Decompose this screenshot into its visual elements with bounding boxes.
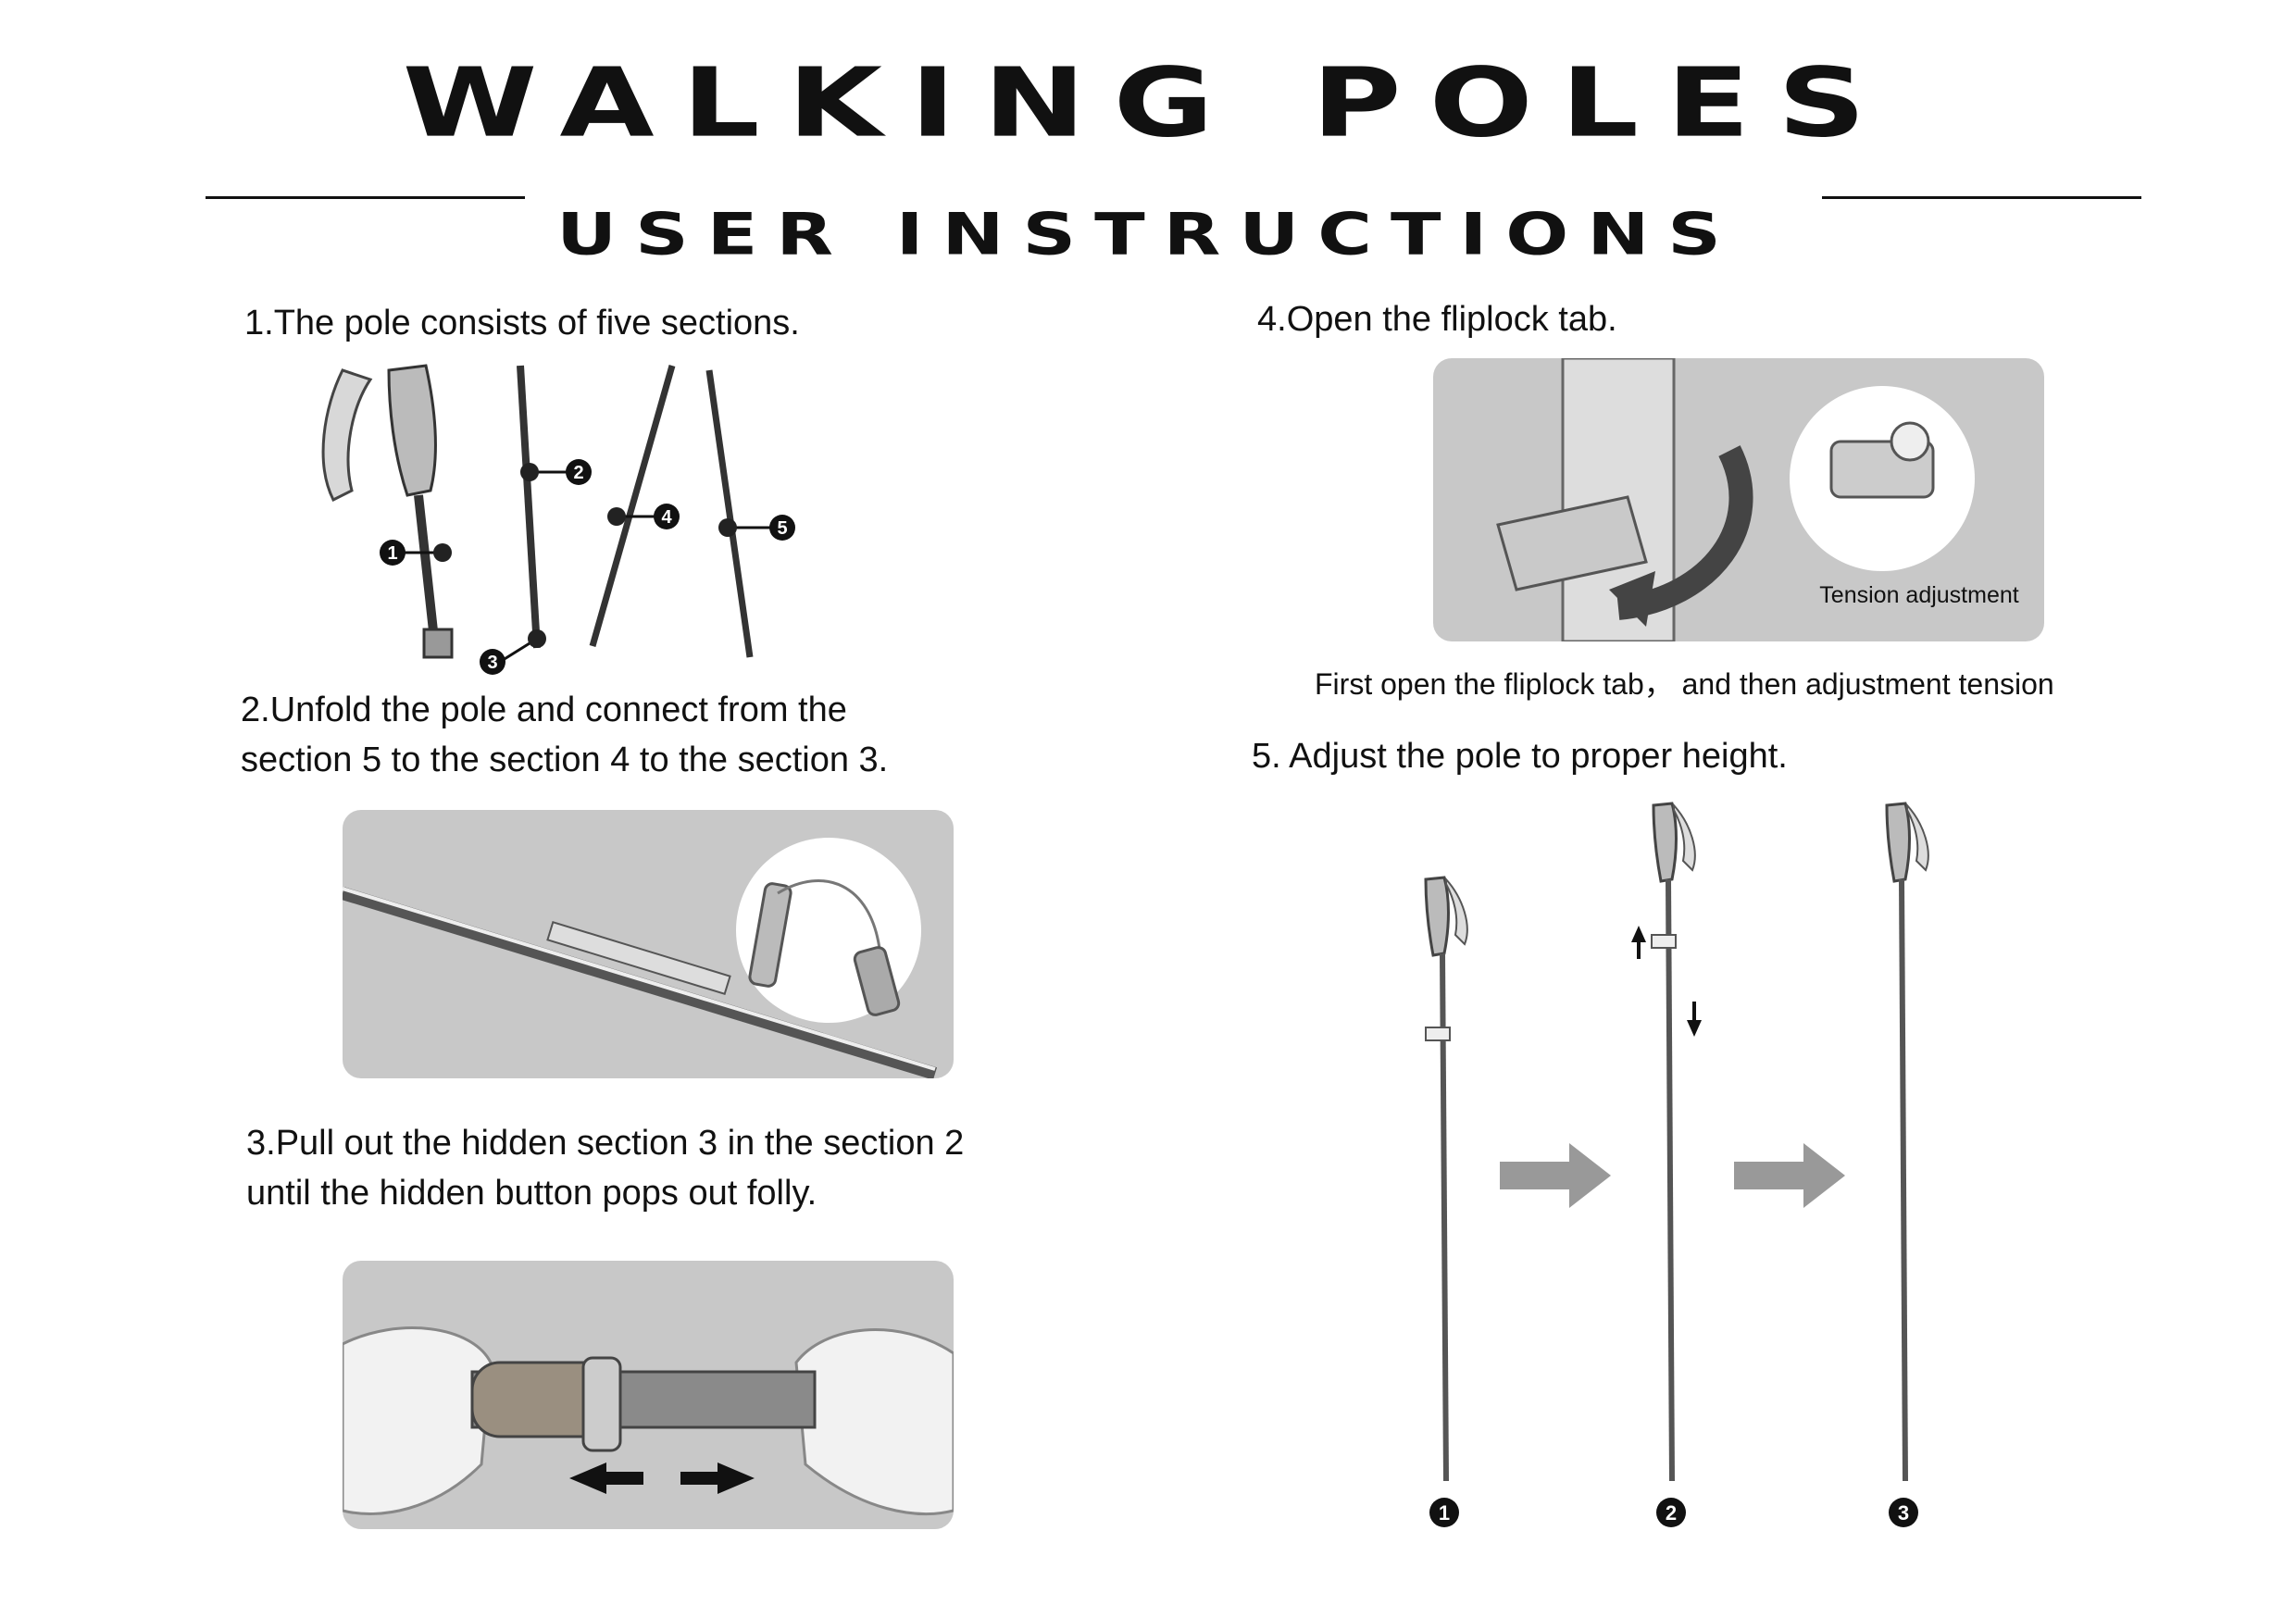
- step-3-line-2: until the hidden button pops out folly.: [246, 1174, 817, 1213]
- step-3-text: 3.Pull out the hidden section 3 in the s…: [246, 1118, 964, 1218]
- section-marker-5: [769, 515, 795, 541]
- pole-3-grip-icon: [1885, 802, 1911, 883]
- step-3-line-1: 3.Pull out the hidden section 3 in the s…: [246, 1124, 965, 1163]
- height-marker-1: [1429, 1498, 1459, 1527]
- right-hand-icon: [794, 1328, 954, 1515]
- right-header-rule: [1822, 196, 2141, 199]
- step-4-caption: First open the fliplock tab， and then ad…: [1315, 667, 2054, 701]
- pole-2-grip-icon: [1652, 802, 1678, 883]
- step-2-line-1: 2.Unfold the pole and connect from the: [241, 691, 847, 729]
- step-1-text: 1.The pole consists of five sections.: [244, 304, 800, 342]
- section-marker-2-label: 2: [573, 463, 583, 483]
- grip-icon: [387, 364, 437, 497]
- section-marker-4: [654, 504, 680, 529]
- section-marker-1: [380, 540, 406, 566]
- connected-pole-icon: [343, 887, 938, 1078]
- step-5-text: 5. Adjust the pole to proper height.: [1252, 737, 1788, 776]
- fliplock-icon: [581, 1356, 622, 1452]
- step-2-text: 2.Unfold the pole and connect from the s…: [241, 685, 888, 785]
- arrow-right-icon: [680, 1462, 755, 1494]
- step-3-panel: [343, 1261, 954, 1529]
- tension-screw-icon: [1890, 421, 1930, 462]
- height-marker-2: [1656, 1498, 1686, 1527]
- height-marker-2-label: 2: [1666, 1501, 1677, 1525]
- strap-icon: [321, 368, 373, 503]
- pole-1-grip-icon: [1424, 876, 1450, 957]
- section-5-shaft: [705, 369, 754, 658]
- gray-arrow-right-icon-2: [1734, 1143, 1845, 1208]
- height-marker-3-label: 3: [1898, 1501, 1909, 1525]
- down-arrow-icon: [1687, 1002, 1702, 1037]
- section-2-shaft: [517, 365, 541, 649]
- arrow-left-icon: [569, 1462, 643, 1494]
- page-title: WALKING POLES: [402, 47, 1894, 159]
- section-1-shaft: [414, 494, 440, 649]
- height-marker-3: [1889, 1498, 1918, 1527]
- section-marker-5-label: 5: [777, 518, 787, 539]
- tension-callout: Tension adjustment: [1819, 582, 2018, 608]
- five-sections-illustration: 1 2 3 4 5: [321, 364, 795, 675]
- step-2-line-2: section 5 to the section 4 to the sectio…: [241, 741, 889, 779]
- pole-3-shaft: [1899, 878, 1908, 1482]
- section-marker-4-label: 4: [661, 507, 672, 528]
- left-header-rule: [206, 196, 525, 199]
- section-marker-3: [480, 649, 505, 675]
- section-marker-2: [566, 459, 592, 485]
- gray-arrow-right-icon-1: [1500, 1143, 1611, 1208]
- pole-2-shaft: [1666, 878, 1675, 1482]
- page-subtitle: USER INSTRUCTIONS: [556, 200, 1740, 268]
- height-marker-1-label: 1: [1439, 1501, 1450, 1525]
- step-4-text: 4.Open the fliplock tab.: [1257, 300, 1617, 339]
- section-4-shaft: [589, 365, 676, 647]
- step-4-panel: Tension adjustment: [1433, 358, 2044, 641]
- fliplock-tab-icon: [1496, 495, 1648, 591]
- cord-icon: [777, 879, 881, 950]
- rotate-arrow-icon: [1616, 445, 1753, 620]
- section-marker-1-label: 1: [387, 543, 397, 564]
- section-1-lock: [422, 628, 454, 659]
- up-arrow-icon: [1631, 926, 1646, 959]
- left-hand-icon: [343, 1326, 493, 1515]
- step-2-panel: [343, 810, 954, 1078]
- section-marker-3-label: 3: [487, 653, 497, 673]
- height-adjust-illustration: 1 2 3: [1424, 802, 1929, 1527]
